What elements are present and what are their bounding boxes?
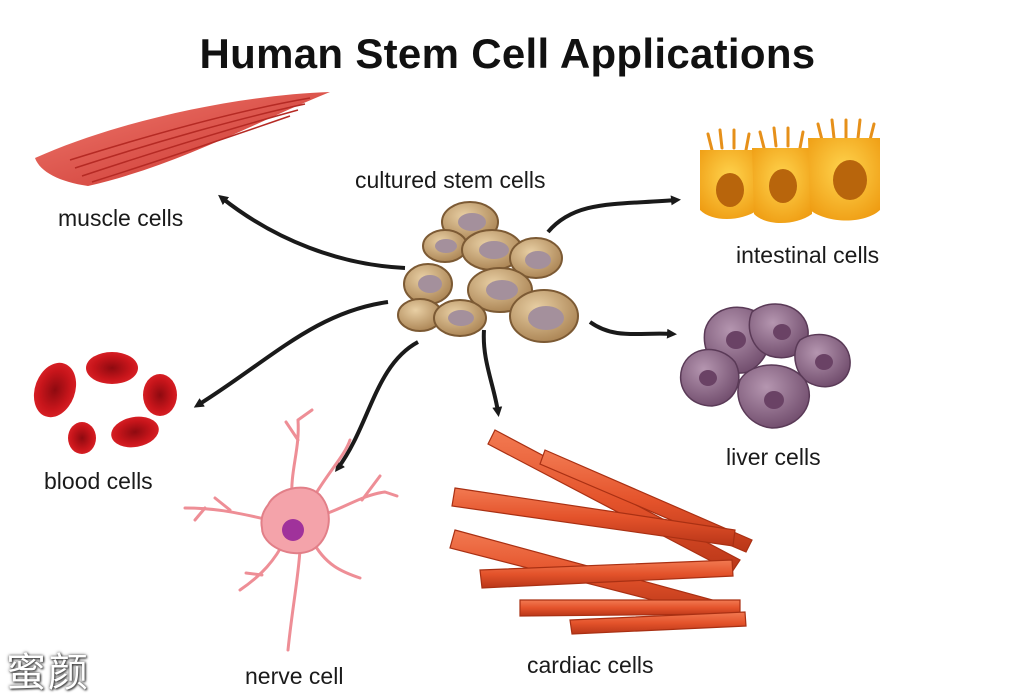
label-nerve-cell: nerve cell: [245, 663, 344, 689]
label-blood-cells: blood cells: [44, 468, 153, 494]
label-cultured-stem-cells: cultured stem cells: [355, 167, 546, 193]
arrows: [193, 194, 681, 473]
liver-cells-illustration: [679, 303, 851, 429]
blood-cells-illustration: [33, 352, 177, 454]
arrow-to-liver: [588, 320, 677, 339]
label-intestinal-cells: intestinal cells: [736, 242, 880, 268]
arrow-to-cardiac: [481, 329, 503, 417]
watermark-text: 蜜颜: [6, 650, 90, 696]
arrow-to-muscle: [218, 194, 406, 270]
cardiac-cells-illustration: [449, 429, 753, 635]
label-liver-cells: liver cells: [726, 444, 821, 470]
muscle-cells-illustration: [35, 92, 330, 186]
arrow-to-nerve: [335, 340, 419, 473]
intestinal-cells-illustration: [700, 118, 880, 223]
page-title: Human Stem Cell Applications: [199, 30, 816, 77]
arrow-to-intestinal: [546, 195, 681, 234]
nerve-cell-illustration: [183, 408, 399, 652]
label-cardiac-cells: cardiac cells: [527, 652, 654, 678]
label-muscle-cells: muscle cells: [58, 205, 184, 231]
stem-cells-illustration: [397, 201, 579, 343]
arrow-to-blood: [193, 300, 389, 408]
